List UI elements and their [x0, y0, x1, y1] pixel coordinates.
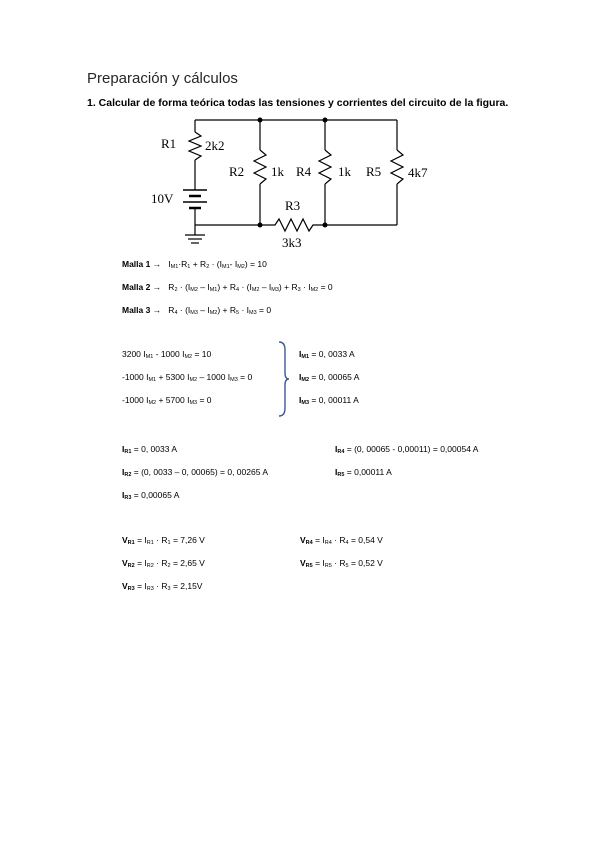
system-bracket — [278, 341, 290, 417]
mesh-equation-2: Malla 2 → R2 · (IM2 – IM1) + R4 · (IM2 –… — [122, 282, 333, 293]
r2-resistor — [252, 149, 268, 185]
voltage-vr2: VR2 = IR2 · R2 = 2,65 V — [122, 558, 205, 569]
r3-label: R3 — [285, 198, 300, 213]
current-ir5: IR5 = 0,00011 A — [335, 467, 392, 478]
system-eq-2: -1000 IM1 + 5300 IM2 – 1000 IM3 = 0 — [122, 372, 253, 383]
r5-resistor — [389, 149, 405, 185]
r4-label: R4 — [296, 164, 312, 179]
section-heading: Preparación y cálculos — [87, 70, 238, 87]
r1-label: R1 — [161, 136, 176, 151]
r3-value: 3k3 — [282, 235, 302, 250]
mesh-equation-1: Malla 1 → IM1·R1 + R2 · (IM1- IM2) = 10 — [122, 259, 267, 270]
voltage-vr3: VR3 = IR3 · R3 = 2,15V — [122, 581, 203, 592]
node-dot — [257, 117, 263, 123]
source-label: 10V — [151, 191, 174, 206]
r2-value: 1k — [271, 164, 285, 179]
voltage-vr5: VR5 = IR5 · R5 = 0,52 V — [300, 558, 383, 569]
r1-value: 2k2 — [205, 138, 225, 153]
current-ir3: IR3 = 0,00065 A — [122, 490, 180, 501]
result-im2: IM2 = 0, 00065 A — [299, 372, 360, 383]
system-eq-1: 3200 IM1 - 1000 IM2 = 10 — [122, 349, 212, 360]
result-im1: IM1 = 0, 0033 A — [299, 349, 355, 360]
node-dot — [322, 117, 328, 123]
voltage-vr4: VR4 = IR4 · R4 = 0,54 V — [300, 535, 383, 546]
system-eq-3: -1000 IM2 + 5700 IM3 = 0 — [122, 395, 212, 406]
r5-value-text: 4k7 — [408, 165, 428, 180]
voltage-vr1: VR1 = IR1 · R1 = 7,26 V — [122, 535, 205, 546]
r4-resistor — [317, 149, 333, 185]
r4-value: 1k — [338, 164, 352, 179]
node-dot — [322, 222, 328, 228]
node-dot — [257, 222, 263, 228]
r5-label: R5 — [366, 164, 381, 179]
circuit-diagram: R1 2k2 R2 1k R4 1k R5 4k7 R3 3k3 10V — [151, 117, 405, 250]
current-ir2: IR2 = (0, 0033 – 0, 00065) = 0, 00265 A — [122, 467, 269, 478]
mesh-label: Malla 1 → — [122, 259, 162, 269]
current-ir4: IR4 = (0, 00065 - 0,00011) = 0,00054 A — [335, 444, 479, 455]
r2-label: R2 — [229, 164, 244, 179]
mesh-equation-3: Malla 3 → R4 · (IM3 – IM2) + R5 · IM3 = … — [122, 305, 272, 316]
question-text: 1. Calcular de forma teórica todas las t… — [87, 97, 509, 109]
r1-resistor — [187, 131, 203, 161]
mesh-label: Malla 2 → — [122, 282, 162, 292]
mesh-label: Malla 3 → — [122, 305, 162, 315]
current-ir1: IR1 = 0, 0033 A — [122, 444, 178, 455]
r3-resistor — [260, 217, 325, 233]
result-im3: IM3 = 0, 00011 A — [299, 395, 359, 406]
